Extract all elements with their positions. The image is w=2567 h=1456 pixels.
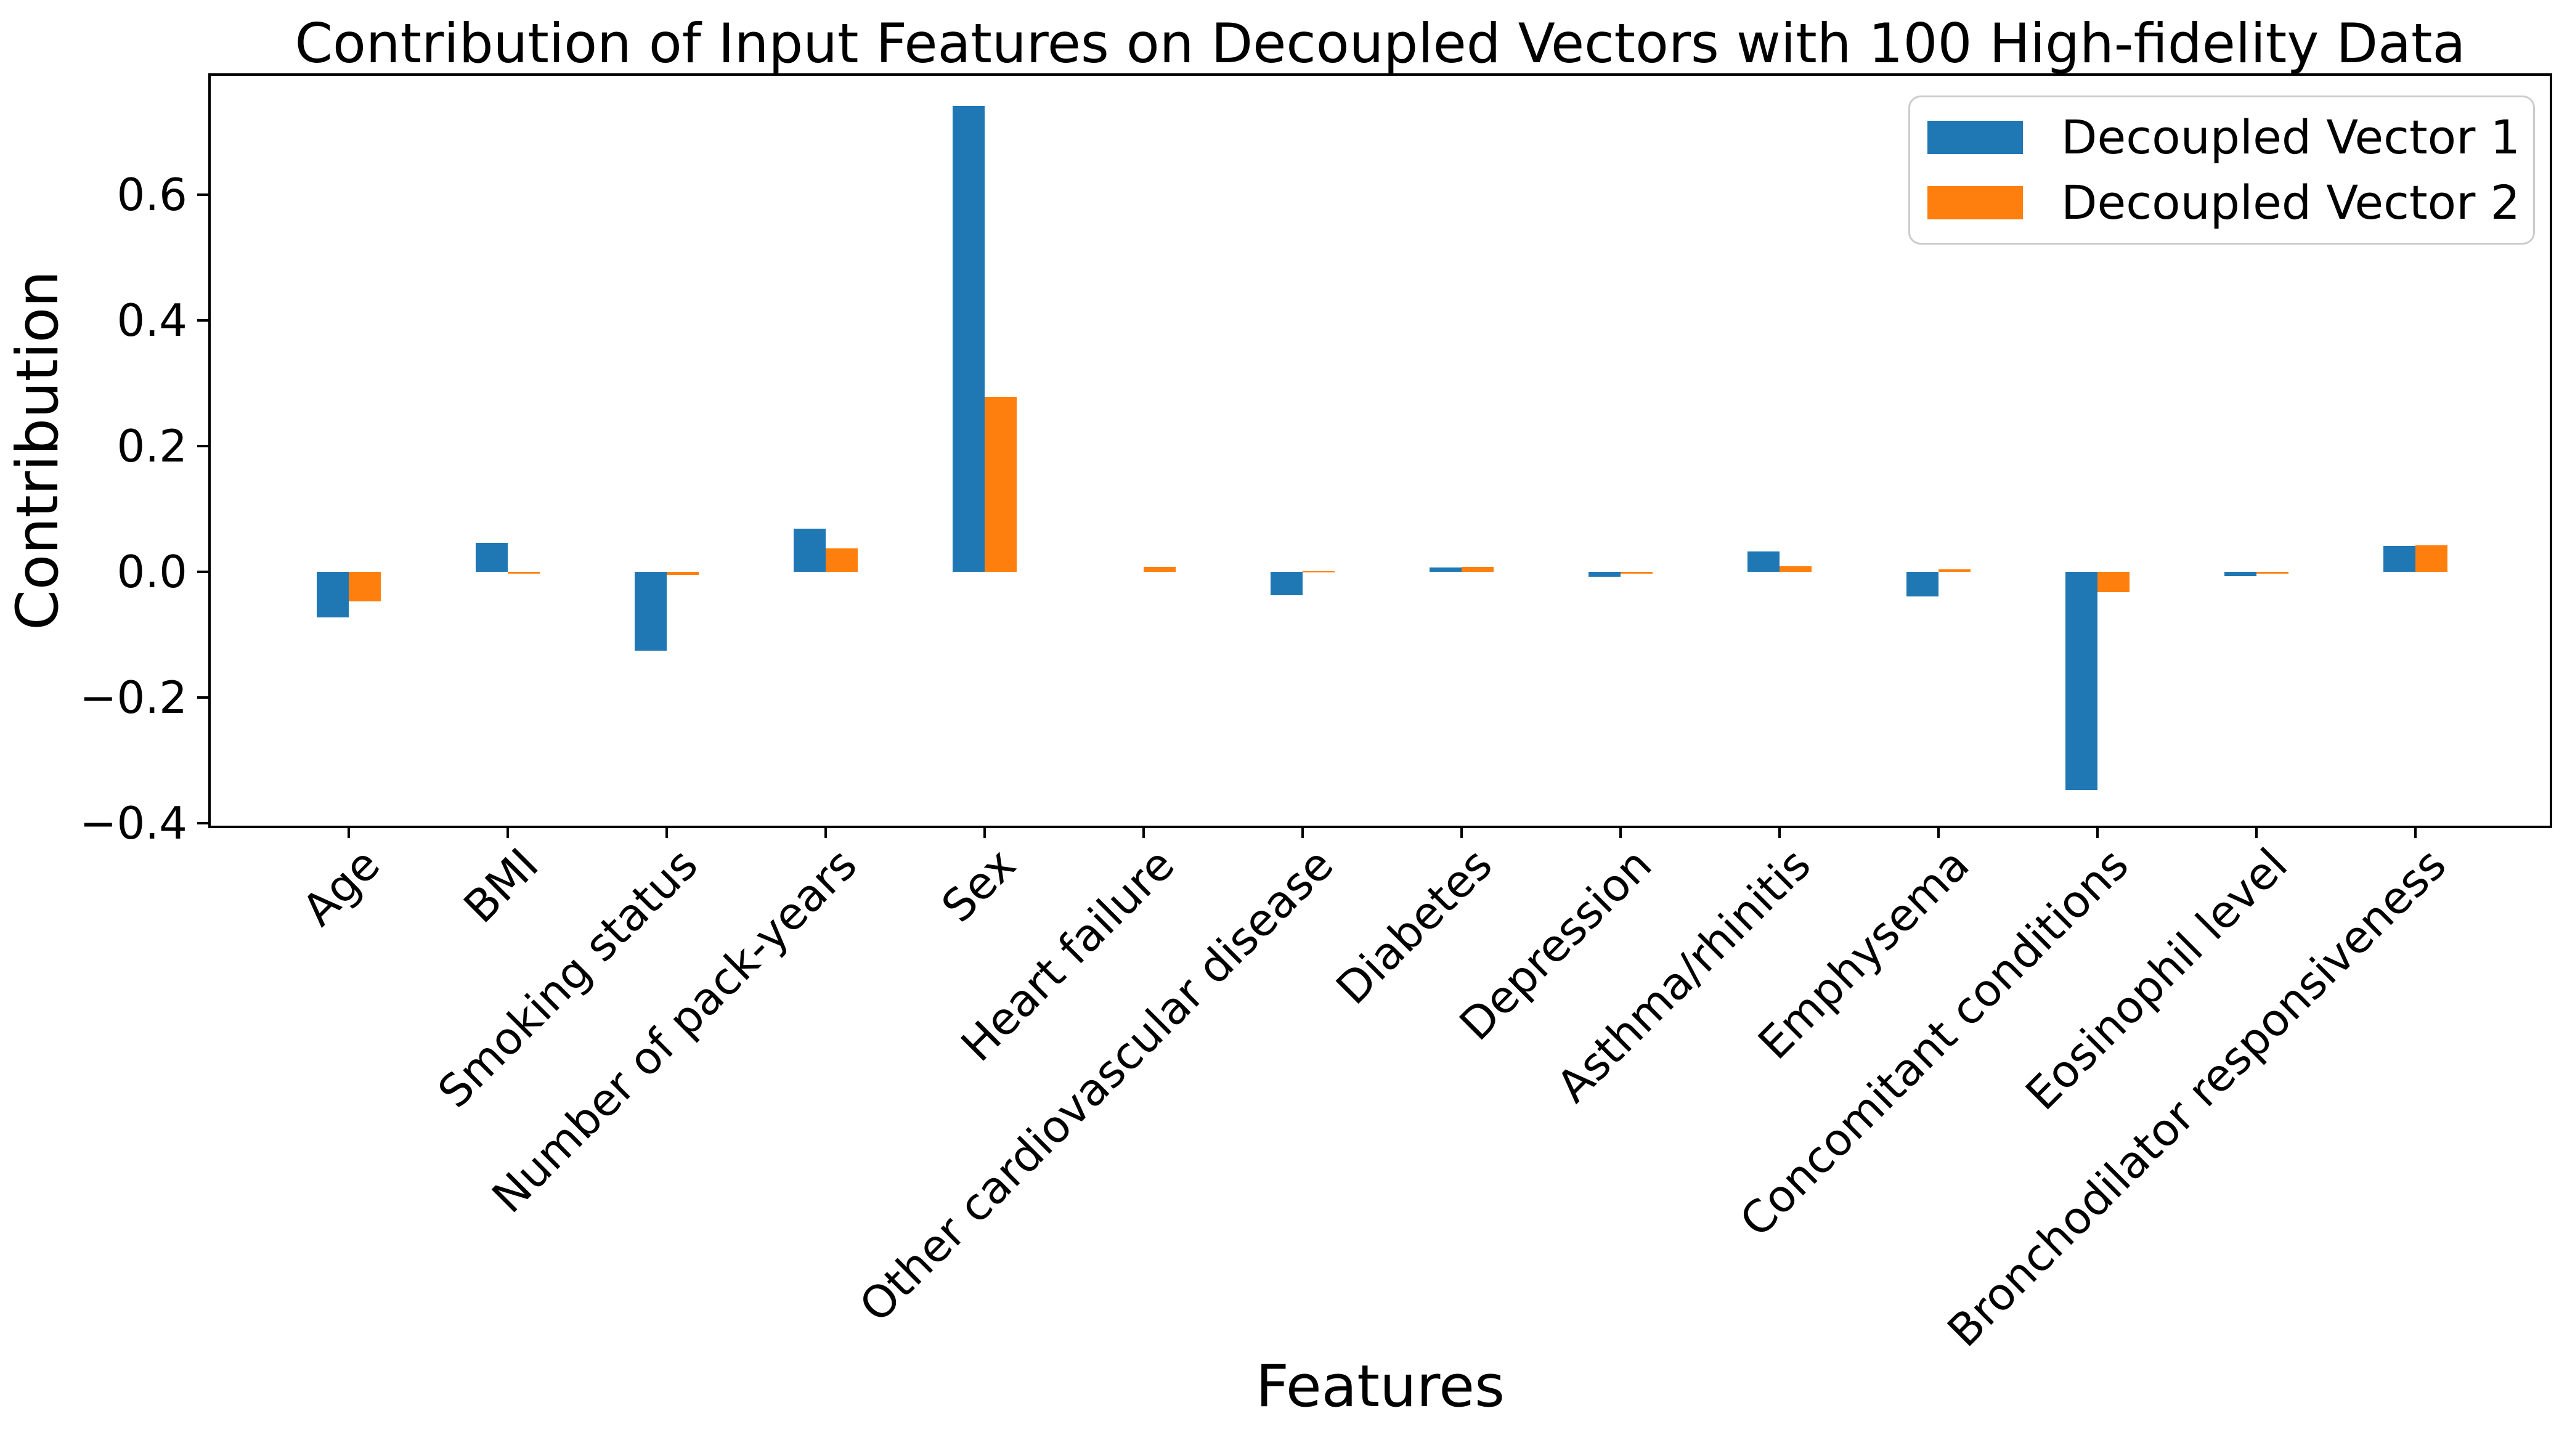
legend-entry-vector1: Decoupled Vector 1: [1910, 109, 2533, 165]
legend: Decoupled Vector 1 Decoupled Vector 2: [1908, 96, 2535, 245]
bar-bmi-decoupled-vector-1: [476, 543, 508, 572]
x-tick-mark: [824, 827, 827, 838]
bar-age-decoupled-vector-2: [349, 572, 381, 601]
legend-swatch-vector1-icon: [1927, 120, 2023, 154]
bar-age-decoupled-vector-1: [317, 572, 349, 618]
y-tick-mark: [197, 193, 208, 196]
bar-bronchodilator-responsiveness-decoupled-vector-1: [2383, 546, 2415, 572]
y-tick-mark: [197, 696, 208, 699]
bar-asthma-rhinitis-decoupled-vector-1: [1747, 551, 1780, 572]
bar-concomitant-conditions-decoupled-vector-2: [2097, 572, 2130, 592]
x-tick-label-age: Age: [292, 838, 389, 936]
x-tick-mark: [2414, 827, 2417, 838]
bar-sex-decoupled-vector-1: [953, 106, 985, 572]
x-tick-mark: [1301, 827, 1304, 838]
x-tick-mark: [2255, 827, 2258, 838]
chart-title: Contribution of Input Features on Decoup…: [295, 12, 2466, 75]
legend-swatch-vector2-icon: [1927, 186, 2023, 220]
bar-heart-failure-decoupled-vector-2: [1144, 566, 1176, 572]
x-tick-mark: [1778, 827, 1781, 838]
y-tick-mark: [197, 319, 208, 322]
x-tick-label-sex: Sex: [931, 838, 1025, 932]
bar-depression-decoupled-vector-1: [1589, 572, 1621, 577]
y-tick-mark: [197, 445, 208, 447]
y-tick-mark: [197, 571, 208, 573]
legend-label-vector1: Decoupled Vector 1: [2061, 109, 2520, 165]
bar-bmi-decoupled-vector-2: [508, 572, 540, 574]
y-tick-label: −0.2: [79, 672, 187, 723]
x-tick-mark: [983, 827, 986, 838]
bar-depression-decoupled-vector-2: [1621, 572, 1653, 574]
bar-number-of-pack-years-decoupled-vector-2: [826, 548, 858, 572]
x-tick-mark: [2096, 827, 2099, 838]
bar-smoking-status-decoupled-vector-2: [667, 572, 699, 575]
bar-concomitant-conditions-decoupled-vector-1: [2065, 572, 2097, 790]
bar-eosinophil-level-decoupled-vector-1: [2224, 572, 2256, 577]
x-tick-label-bmi: BMI: [454, 838, 548, 933]
bar-bronchodilator-responsiveness-decoupled-vector-2: [2415, 545, 2447, 572]
bar-other-cardiovascular-disease-decoupled-vector-2: [1303, 571, 1335, 572]
x-tick-mark: [665, 827, 668, 838]
bar-emphysema-decoupled-vector-2: [1938, 569, 1971, 572]
y-tick-label: 0.2: [116, 420, 187, 472]
y-tick-label: 0.6: [116, 169, 187, 221]
legend-label-vector2: Decoupled Vector 2: [2061, 175, 2520, 230]
bar-eosinophil-level-decoupled-vector-2: [2256, 572, 2288, 574]
x-tick-mark: [348, 827, 350, 838]
x-tick-mark: [1460, 827, 1463, 838]
legend-entry-vector2: Decoupled Vector 2: [1910, 177, 2533, 229]
y-tick-label: −0.4: [79, 797, 187, 849]
bar-diabetes-decoupled-vector-1: [1430, 567, 1462, 572]
bar-asthma-rhinitis-decoupled-vector-2: [1780, 566, 1812, 572]
x-tick-mark: [506, 827, 509, 838]
y-tick-mark: [197, 822, 208, 824]
y-tick-label: 0.4: [116, 295, 187, 346]
y-tick-label: 0.0: [116, 546, 187, 598]
x-tick-mark: [1619, 827, 1622, 838]
x-tick-mark: [1937, 827, 1940, 838]
bar-sex-decoupled-vector-2: [985, 397, 1017, 572]
bar-emphysema-decoupled-vector-1: [1906, 572, 1938, 596]
bar-diabetes-decoupled-vector-2: [1462, 566, 1494, 572]
x-axis-label: Features: [1255, 1353, 1505, 1420]
bar-other-cardiovascular-disease-decoupled-vector-1: [1271, 572, 1303, 595]
x-tick-mark: [1142, 827, 1145, 838]
bar-smoking-status-decoupled-vector-1: [635, 572, 667, 651]
bar-number-of-pack-years-decoupled-vector-1: [794, 528, 826, 572]
